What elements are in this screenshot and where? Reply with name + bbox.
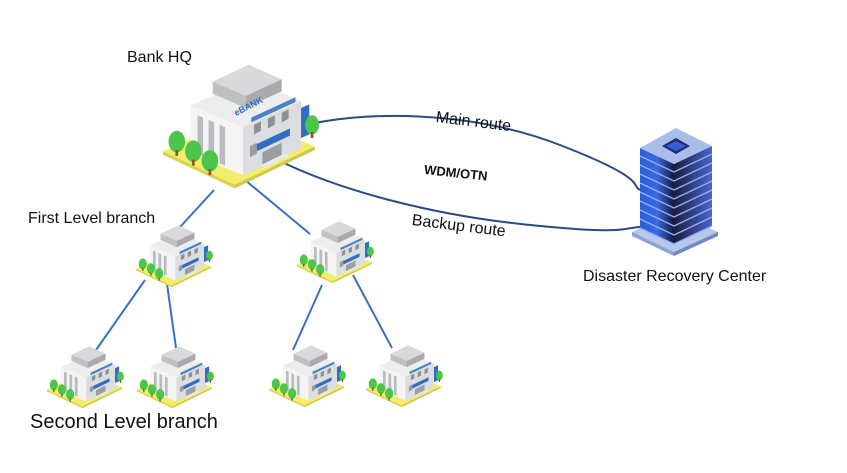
second-level-branch-label: Second Level branch — [30, 411, 218, 433]
second-level-branch-icon — [47, 346, 124, 409]
tower-floor-stripe — [639, 153, 713, 173]
link-branch2-sub3 — [292, 284, 323, 351]
tower-floor-stripe — [639, 207, 713, 227]
backup-route-link — [281, 161, 641, 232]
first-level-branch-icon — [297, 221, 374, 284]
tower-floor-stripe — [639, 180, 713, 200]
first-level-branch-label: First Level branch — [28, 210, 156, 227]
bank-hq-label: Bank HQ — [127, 49, 192, 66]
first-level-branch-icon — [136, 225, 213, 288]
tower-floor-stripe — [639, 162, 713, 182]
link-branch1-sub2 — [166, 283, 177, 349]
main-route-link — [297, 114, 641, 191]
tower-floor-stripe — [639, 198, 713, 218]
link-hq-branch2 — [244, 179, 311, 235]
tower-floor-stripe — [639, 216, 713, 236]
tower-floor-stripe — [639, 225, 713, 245]
link-branch1-sub1 — [95, 279, 146, 351]
link-branch2-sub4 — [352, 274, 393, 349]
bank-hq-building-icon — [163, 64, 319, 189]
second-level-branch-icon — [366, 345, 443, 408]
disaster-recovery-tower-icon — [632, 128, 718, 256]
disaster-recovery-center-label: Disaster Recovery Center — [583, 268, 767, 285]
second-level-branch-icon — [137, 346, 214, 409]
tower-floor-stripe — [639, 171, 713, 191]
tower-floor-stripe — [639, 189, 713, 209]
second-level-branch-icon — [269, 345, 346, 408]
